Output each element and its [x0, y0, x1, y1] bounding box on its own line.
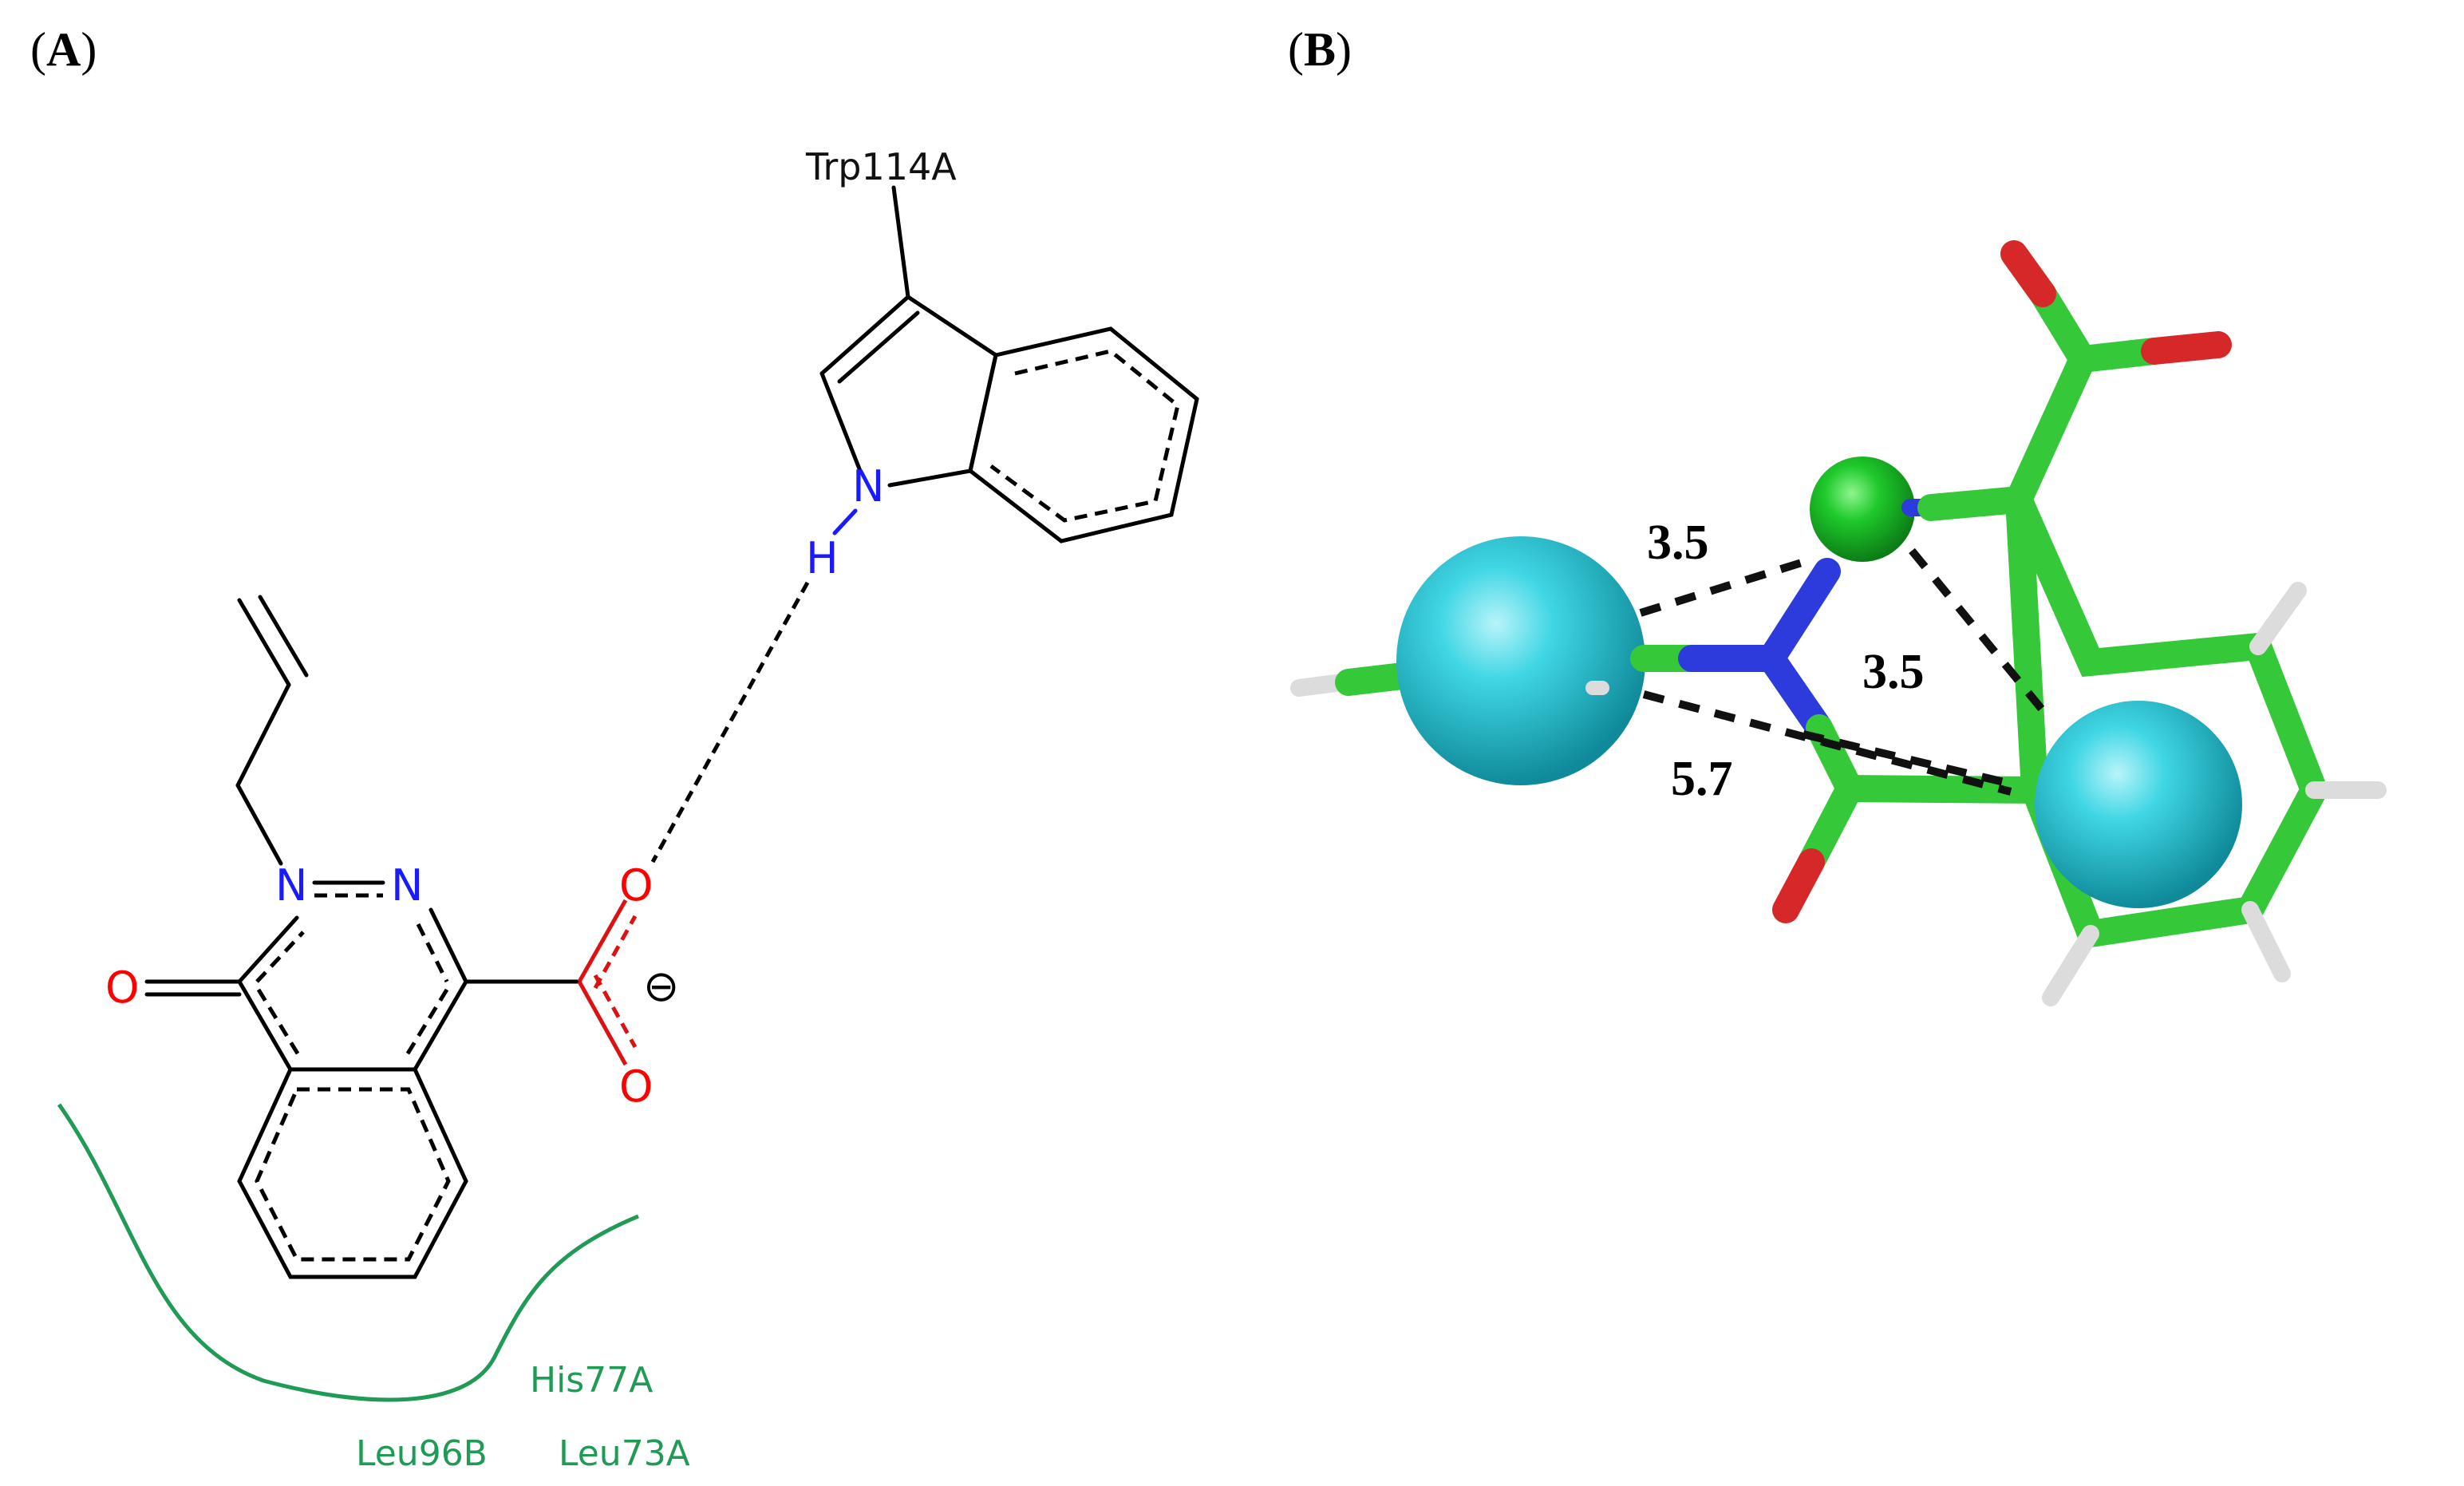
- distance-label-2: 3.5: [1862, 645, 1925, 699]
- atom-o-keto: O: [105, 962, 140, 1013]
- donor-sphere: [1810, 456, 1915, 562]
- atom-n-indole: N: [852, 461, 884, 512]
- atom-n2: N: [391, 860, 423, 911]
- nh-bond: [832, 508, 858, 536]
- indole-ring: [819, 294, 1199, 543]
- pharmacophore-sphere-ring: [2035, 701, 2242, 908]
- panel-a-diagram: Trp114A N H: [57, 145, 1199, 1474]
- oxygen-stick-top: [2000, 240, 2056, 307]
- atom-o-carboxyl-top: O: [619, 860, 654, 911]
- residue-trp114a-label: Trp114A: [805, 145, 957, 188]
- residue-his77a-label: His77A: [530, 1360, 653, 1401]
- hydrophobic-pocket-curve: [57, 1103, 639, 1402]
- trp-sidechain-link: [891, 185, 910, 299]
- panel-b-label: (B): [1288, 23, 1352, 76]
- panel-b-model: 3.5 3.5 5.7: [1290, 240, 2387, 1006]
- distance-line-3: [1642, 690, 2012, 796]
- pharmacophore-sphere-left: [1396, 536, 1645, 785]
- allyl-group: [235, 595, 309, 866]
- panel-a-label: (A): [30, 23, 97, 76]
- atom-o-carboxyl-bottom: O: [619, 1061, 654, 1112]
- distance-line-1: [1639, 555, 1816, 617]
- atom-n1: N: [275, 860, 307, 911]
- residue-leu73a-label: Leu73A: [559, 1433, 690, 1474]
- residue-leu96b-label: Leu96B: [356, 1433, 488, 1474]
- distance-label-3: 5.7: [1671, 752, 1733, 806]
- oxygen-stick-right: [2141, 331, 2232, 365]
- oxygen-stick-bottom: [1772, 848, 1825, 923]
- negative-charge-symbol: ⊖: [643, 961, 679, 1011]
- atom-h-indole: H: [806, 533, 839, 583]
- phthalazinone-core: [144, 880, 638, 1279]
- hydrogen-bond-line: [650, 581, 810, 864]
- distance-label-1: 3.5: [1647, 516, 1709, 570]
